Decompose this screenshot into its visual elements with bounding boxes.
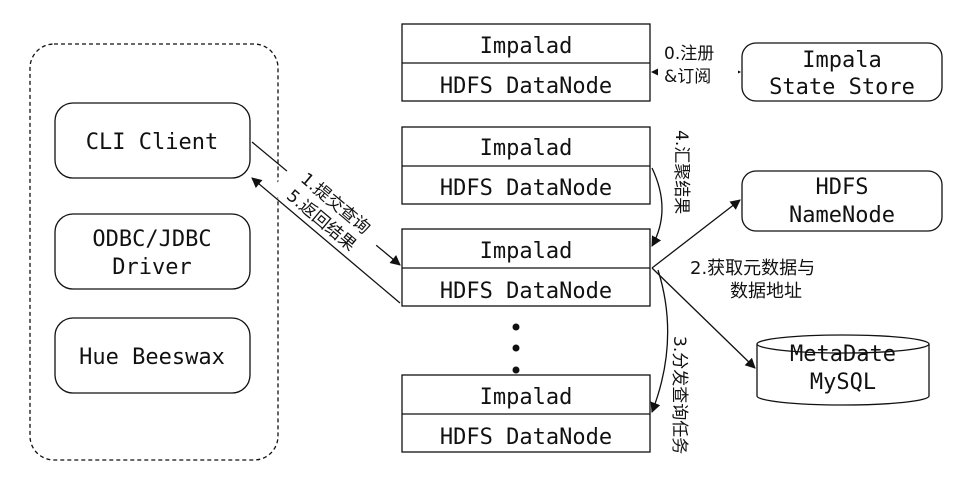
cli-client-label: CLI Client (86, 130, 218, 155)
impalad-node-4: Impalad HDFS DataNode (401, 374, 651, 453)
impalad-node-coordinator: Impalad HDFS DataNode (401, 228, 651, 307)
client-group-border (29, 43, 279, 461)
impalad-label: Impalad (480, 34, 573, 59)
impalad-label: Impalad (480, 239, 573, 264)
aggregate-results-arrow (651, 167, 663, 247)
metadata-label-line2: 数据地址 (730, 281, 802, 302)
ellipsis-dots (512, 323, 520, 374)
cli-client-node: CLI Client (54, 102, 251, 179)
datanode-label: HDFS DataNode (440, 74, 612, 99)
state-store-label-line2: State Store (769, 75, 915, 100)
namenode-label-line2: NameNode (789, 203, 895, 228)
hue-beeswax-node: Hue Beeswax (54, 317, 251, 394)
impalad-node-2: Impalad HDFS DataNode (401, 126, 651, 205)
odbc-driver-label-line2: Driver (112, 255, 191, 280)
hue-beeswax-label: Hue Beeswax (79, 345, 225, 370)
metastore-database-node: MetaDate MySQL (756, 334, 930, 406)
namenode-node: HDFS NameNode (741, 170, 943, 232)
datanode-label: HDFS DataNode (440, 425, 612, 450)
namenode-label-line1: HDFS (816, 175, 869, 200)
aggregate-results-label: 4.汇聚结果 (671, 130, 691, 214)
odbc-driver-node: ODBC/JDBC Driver (54, 213, 251, 290)
register-label-line2: &订阅 (664, 67, 711, 87)
dispatch-tasks-arrow (650, 269, 669, 413)
metastore-label-line1: MetaDate (790, 342, 896, 367)
register-label-line1: 0.注册 (664, 44, 714, 64)
metastore-label-line2: MySQL (810, 370, 876, 395)
register-label-bg (658, 40, 738, 88)
namenode-arrow (651, 199, 741, 269)
return-result-arrow (251, 177, 401, 304)
dispatch-tasks-label: 3.分发查询任务 (669, 336, 689, 454)
impalad-node-1: Impalad HDFS DataNode (401, 23, 651, 102)
datanode-label: HDFS DataNode (440, 279, 612, 304)
datanode-label: HDFS DataNode (440, 176, 612, 201)
state-store-label-line1: Impala (802, 48, 881, 73)
metastore-arrow (651, 267, 756, 369)
impalad-label: Impalad (480, 385, 573, 410)
state-store-node: Impala State Store (741, 42, 943, 102)
metadata-label-line1: 2.获取元数据与 (690, 258, 815, 279)
impalad-label: Impalad (480, 136, 573, 161)
odbc-driver-label-line1: ODBC/JDBC (92, 227, 211, 252)
